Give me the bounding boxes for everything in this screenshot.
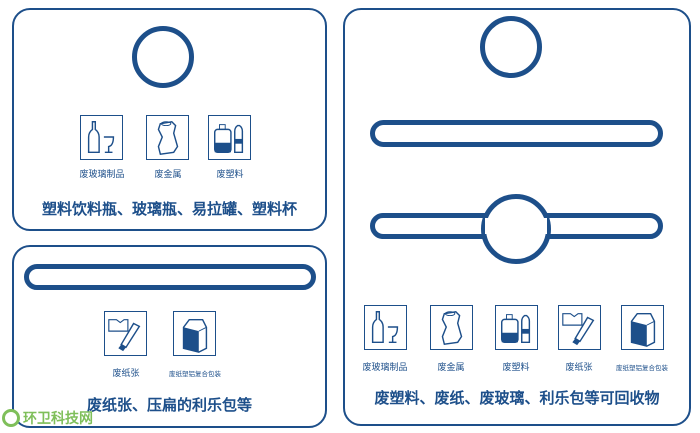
label-glass: 废玻璃制品	[79, 170, 125, 180]
metal-can-icon	[430, 305, 473, 350]
label-metal: 废金属	[437, 363, 465, 373]
label-paper: 废纸张	[112, 369, 140, 379]
watermark-text: 环卫科技网	[23, 411, 93, 427]
bin-symbol-circle	[480, 16, 542, 78]
paper-icon	[558, 305, 601, 350]
glass-icon	[80, 115, 123, 160]
label-metal: 废金属	[154, 170, 182, 180]
glass-icon	[364, 305, 407, 350]
bin-symbol-circle	[132, 26, 194, 88]
paper-icon	[104, 311, 147, 356]
panel-all-recyclables	[343, 8, 691, 426]
panel-caption: 废纸张、压扁的利乐包等	[86, 396, 252, 414]
label-glass: 废玻璃制品	[362, 363, 408, 373]
plastic-bottle-icon	[495, 305, 538, 350]
panel-plastic-glass-metal	[12, 8, 327, 231]
metal-can-icon	[146, 115, 189, 160]
label-paper: 废纸张	[565, 363, 593, 373]
panel-caption: 塑料饮料瓶、玻璃瓶、易拉罐、塑料杯	[41, 200, 297, 218]
panel-caption: 废塑料、废纸、废玻璃、利乐包等可回收物	[374, 389, 660, 407]
plastic-bottle-icon	[208, 115, 251, 160]
tetra-pak-icon	[173, 311, 216, 356]
tetra-pak-icon	[621, 305, 664, 350]
watermark: 环卫科技网	[2, 408, 93, 428]
label-tetra: 废纸塑铝复合包装	[169, 370, 221, 378]
label-plastic: 废塑料	[502, 363, 530, 373]
bin-symbol-bar	[370, 120, 663, 147]
watermark-logo-icon	[2, 409, 20, 427]
label-tetra: 废纸塑铝复合包装	[616, 364, 668, 372]
bin-symbol-bar	[24, 264, 316, 290]
panel-paper	[12, 245, 327, 428]
label-plastic: 废塑料	[216, 170, 244, 180]
bar-cover	[485, 218, 547, 234]
